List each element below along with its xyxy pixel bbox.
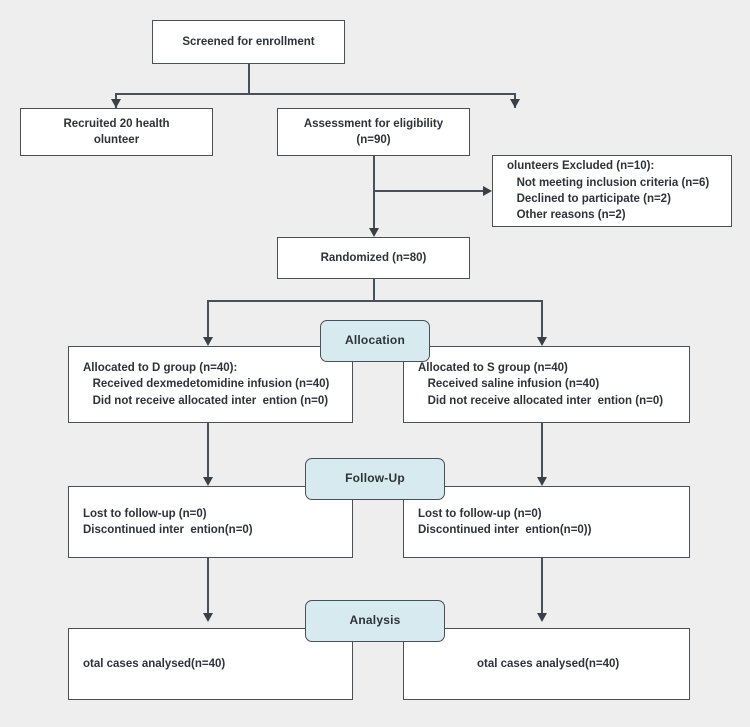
node-follow-up-d-group: Lost to follow-up (n=0) Discontinued int… — [68, 486, 353, 558]
node-follow-s-line2: Discontinued inter ention(n=0)) — [418, 524, 592, 536]
connector-alloc-d-down — [207, 423, 209, 482]
node-analysis-d-group: otal cases analysed(n=40) — [68, 628, 353, 700]
node-screened-for-enrollment: Screened for enrollment — [152, 20, 345, 64]
node-volunteers-excluded: olunteers Excluded (n=10): Not meeting i… — [492, 155, 732, 227]
node-assessment-line1: Assessment for eligibility — [303, 117, 444, 130]
node-analysis-d-label: otal cases analysed(n=40) — [83, 657, 226, 670]
node-alloc-s-line3: Did not receive allocated inter ention (… — [418, 394, 664, 407]
node-allocated-d-group: Allocated to D group (n=40): Received de… — [68, 346, 353, 423]
node-alloc-s-line1: Allocated to S group (n=40) — [418, 362, 568, 374]
connector-follow-d-down — [207, 558, 209, 618]
connector-allocation-split-horizontal — [207, 300, 542, 302]
node-analysis-s-group: otal cases analysed(n=40) — [403, 628, 690, 700]
node-recruited-line1: Recruited 20 health — [63, 117, 170, 130]
node-excluded-line2: Not meeting inclusion criteria (n=6) — [507, 176, 710, 189]
node-recruited-line2: olunteer — [93, 134, 140, 146]
stage-follow-up-label: Follow-Up — [345, 471, 405, 486]
arrowhead-to-recruited — [110, 99, 121, 108]
arrowhead-to-analysis-s — [536, 613, 547, 622]
node-randomized-label: Randomized (n=80) — [320, 251, 427, 264]
arrowhead-to-analysis-d — [202, 613, 213, 622]
connector-to-excluded-horizontal — [373, 190, 486, 192]
node-excluded-line1: olunteers Excluded (n=10): — [507, 160, 655, 173]
arrowhead-to-follow-d — [202, 477, 213, 486]
node-analysis-s-label: otal cases analysed(n=40) — [477, 657, 620, 670]
node-excluded-line3: Declined to participate (n=2) — [507, 193, 671, 205]
node-allocated-s-group: Allocated to S group (n=40) Received sal… — [403, 346, 690, 423]
arrowhead-to-alloc-d — [202, 337, 213, 346]
node-follow-d-line1: Lost to follow-up (n=0) — [83, 507, 207, 520]
node-recruited-volunteers: Recruited 20 health olunteer — [20, 108, 213, 156]
arrowhead-to-follow-s — [536, 477, 547, 486]
arrowhead-to-alloc-s — [536, 337, 547, 346]
node-alloc-d-line3: Did not receive allocated inter ention (… — [83, 394, 329, 407]
connector-randomized-down — [373, 279, 375, 301]
arrowhead-to-assessment — [509, 99, 520, 108]
node-follow-up-s-group: Lost to follow-up (n=0) Discontinued int… — [403, 486, 690, 558]
connector-to-alloc-s — [541, 300, 543, 342]
node-alloc-s-line2: Received saline infusion (n=40) — [418, 378, 600, 391]
arrowhead-to-excluded — [483, 186, 492, 196]
node-follow-d-line2: Discontinued inter ention(n=0) — [83, 524, 253, 536]
node-screened-label: Screened for enrollment — [182, 35, 315, 48]
node-assessment-for-eligibility: Assessment for eligibility (n=90) — [277, 108, 470, 156]
node-alloc-d-line2: Received dexmedetomidine infusion (n=40) — [83, 378, 330, 391]
stage-label-analysis: Analysis — [305, 600, 445, 642]
stage-allocation-label: Allocation — [344, 333, 405, 348]
node-randomized: Randomized (n=80) — [277, 237, 470, 279]
node-excluded-line4: Other reasons (n=2) — [507, 209, 626, 222]
connector-follow-s-down — [541, 558, 543, 618]
connector-screened-split-horizontal — [115, 93, 515, 95]
arrowhead-to-randomized — [368, 228, 379, 237]
connector-screened-down — [248, 64, 250, 94]
stage-label-follow-up: Follow-Up — [305, 458, 445, 500]
stage-analysis-label: Analysis — [349, 613, 401, 628]
connector-alloc-s-down — [541, 423, 543, 482]
node-follow-s-line1: Lost to follow-up (n=0) — [418, 507, 542, 520]
stage-label-allocation: Allocation — [320, 320, 430, 362]
connector-assessment-down — [373, 156, 375, 234]
node-assessment-line2: (n=90) — [356, 134, 391, 146]
connector-to-alloc-d — [207, 300, 209, 342]
node-alloc-d-line1: Allocated to D group (n=40): — [83, 362, 238, 374]
